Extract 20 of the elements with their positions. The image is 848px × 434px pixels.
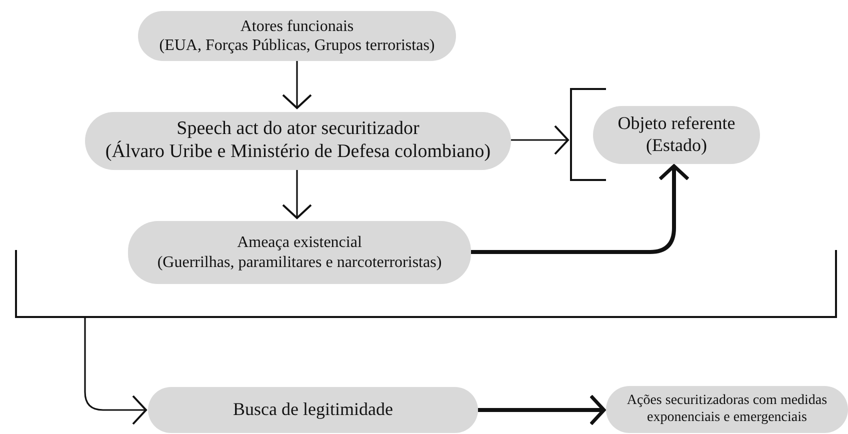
box-subtext: (EUA, Forças Públicas, Grupos terroristas)	[159, 36, 435, 56]
arrow	[84, 318, 147, 425]
arrow	[282, 61, 312, 109]
box-heading: Objeto referente	[618, 113, 736, 135]
arrow	[478, 394, 606, 426]
bracket-shape	[15, 250, 837, 318]
box-heading: Atores funcionais	[240, 16, 354, 36]
rounded-box	[138, 11, 456, 61]
rounded-box	[148, 387, 478, 433]
box-label: Ações securitizadoras com medidas exponenciais e emergenciais	[626, 392, 828, 426]
arrow	[511, 125, 569, 155]
box-subtext: (Álvaro Uribe e Ministério de Defesa colombiano)	[105, 141, 491, 164]
rounded-box	[606, 386, 848, 433]
box-heading: Ameaça existencial	[237, 233, 362, 252]
box-label: Busca de legitimidade	[233, 399, 393, 421]
box-subtext: (Guerrilhas, paramilitares e narcoterroristas)	[157, 252, 442, 272]
box-heading: Speech act do ator securitizador	[176, 118, 420, 141]
arrow	[282, 170, 312, 219]
box-subtext: (Estado)	[646, 135, 707, 157]
arrow	[471, 164, 690, 254]
